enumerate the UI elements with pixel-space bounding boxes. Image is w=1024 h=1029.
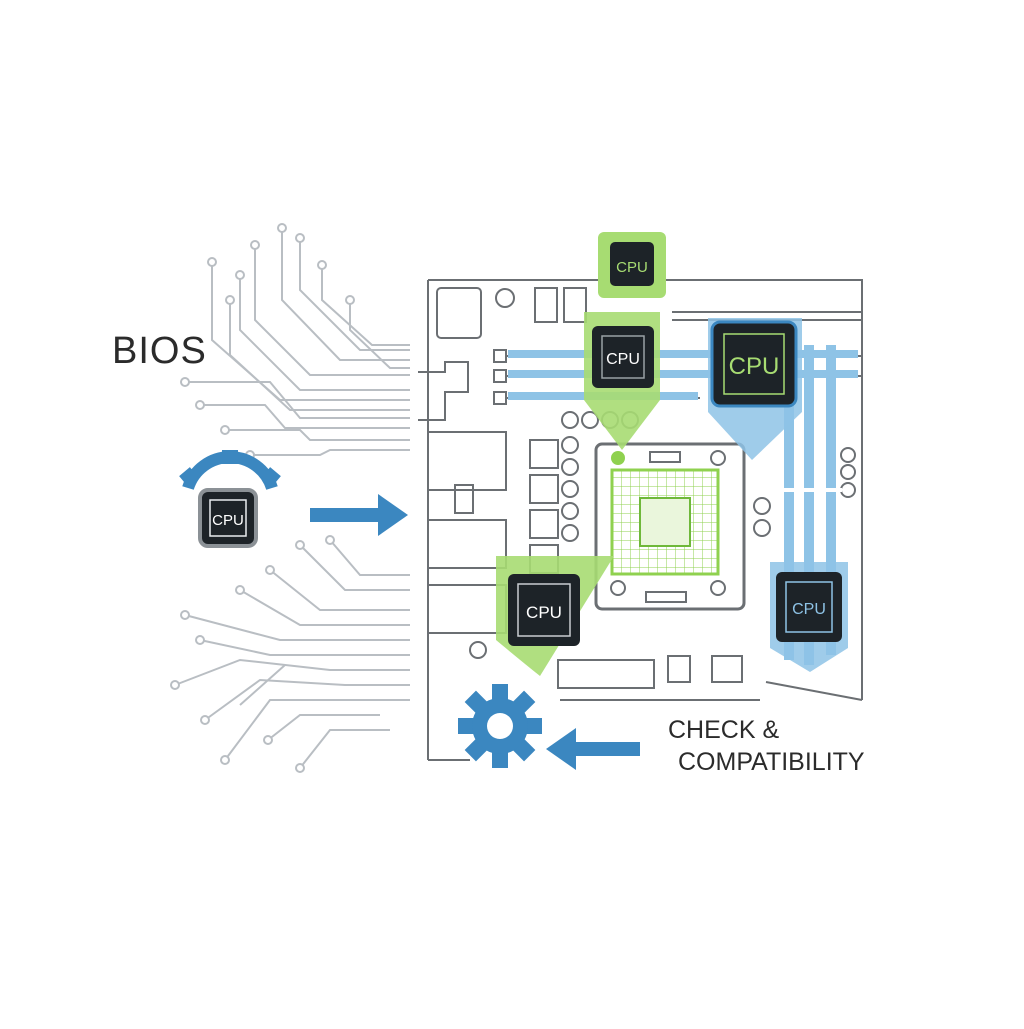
check-label: CHECK & bbox=[668, 716, 780, 744]
cpu-marker-green-mid: CPU bbox=[584, 312, 660, 450]
cpu-marker-blue-large: CPU bbox=[708, 318, 802, 460]
cpu-chip-icon: CPU bbox=[198, 488, 258, 548]
circuit-traces-icon bbox=[174, 228, 410, 769]
cpu-marker-blue-small: CPU bbox=[770, 562, 848, 672]
gear-icon bbox=[458, 684, 542, 768]
cpu-chip-label: CPU bbox=[212, 512, 244, 529]
arrow-right-icon bbox=[310, 494, 408, 536]
gear-icon bbox=[179, 450, 281, 491]
cpu-chip-label: CPU bbox=[729, 353, 780, 380]
cpu-chip-label: CPU bbox=[792, 601, 826, 618]
cpu-chip-label: CPU bbox=[606, 351, 640, 368]
arrow-left-icon bbox=[546, 728, 640, 770]
compatibility-label: COMPATIBILITY bbox=[678, 748, 865, 776]
cpu-marker-green-top: CPU bbox=[598, 232, 666, 298]
cpu-chip-label: CPU bbox=[526, 603, 562, 622]
cpu-socket bbox=[594, 442, 746, 611]
cpu-chip-label: CPU bbox=[616, 259, 648, 276]
cpu-marker-green-bottom: CPU bbox=[496, 556, 614, 676]
bios-label: BIOS bbox=[112, 330, 207, 372]
